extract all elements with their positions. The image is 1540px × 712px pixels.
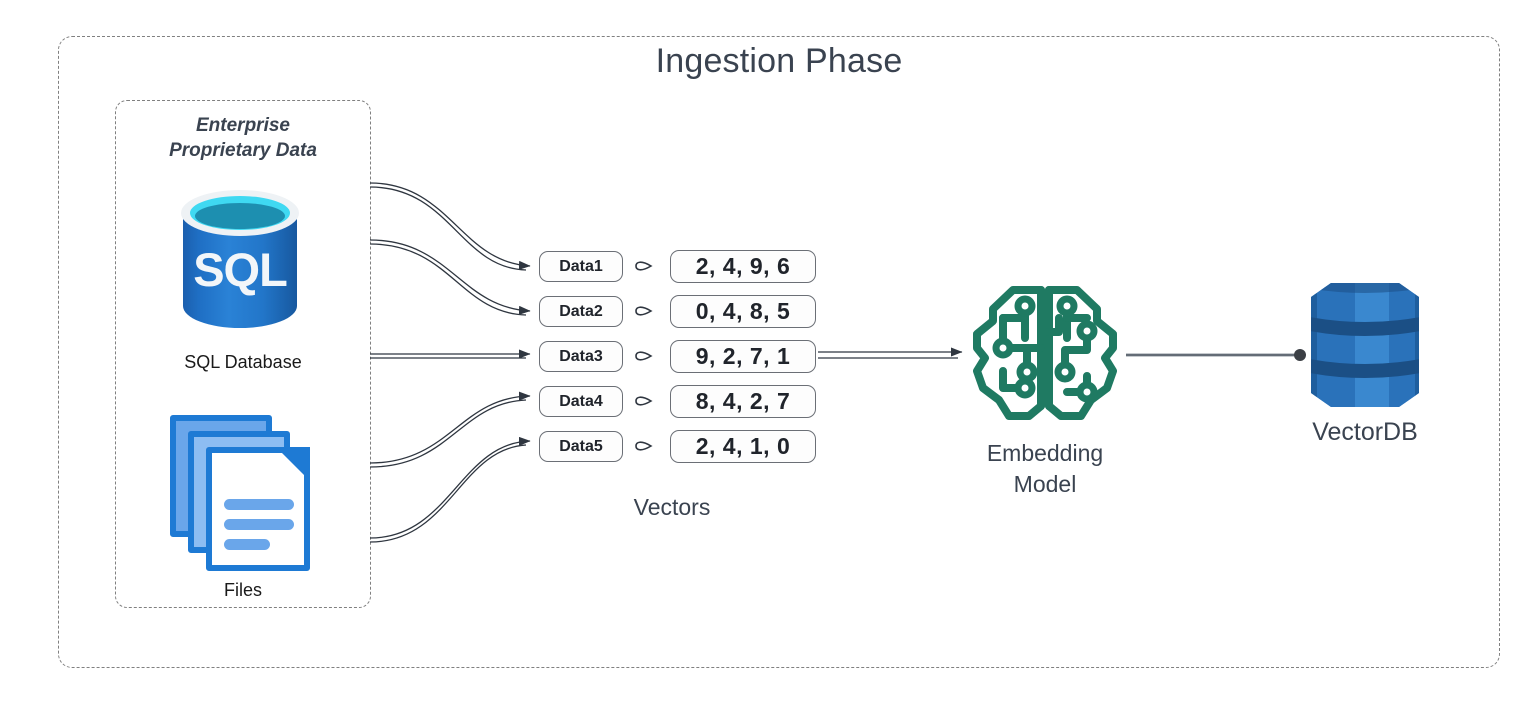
vector-chip[interactable]: 2, 4, 9, 6 <box>670 250 816 283</box>
paper-text-line <box>224 539 270 550</box>
connector-files-to-data4 <box>369 391 531 468</box>
files-icon <box>170 415 320 571</box>
vector-chip[interactable]: 9, 2, 7, 1 <box>670 340 816 373</box>
files-label: Files <box>223 580 262 600</box>
connector-sql-to-data1 <box>369 182 531 271</box>
sql-database-label: SQL Database <box>184 352 302 372</box>
vectordb-label: VectorDB <box>1312 418 1418 446</box>
paper-text-line <box>224 499 294 510</box>
vectors-section-label: Vectors <box>633 494 711 520</box>
data-chip[interactable]: Data1 <box>539 251 623 282</box>
connector-sql-to-data2 <box>369 239 531 316</box>
data-chip[interactable]: Data4 <box>539 386 623 417</box>
data-chip[interactable]: Data2 <box>539 296 623 327</box>
paper-sheet-front <box>206 447 310 571</box>
group-title-line-2: Proprietary Data <box>169 140 317 161</box>
vector-chip[interactable]: 2, 4, 1, 0 <box>670 430 816 463</box>
cylinder-top-inner <box>195 203 285 229</box>
data-chip[interactable]: Data5 <box>539 431 623 462</box>
vector-chip[interactable]: 0, 4, 8, 5 <box>670 295 816 328</box>
group-title-line-1: Enterprise <box>196 115 290 136</box>
database-stack-icon <box>1291 277 1439 413</box>
paper-text-line <box>224 519 294 530</box>
sql-database-icon: SQL <box>181 190 303 342</box>
connector-sql-to-data3 <box>370 349 531 359</box>
brain-circuit-icon <box>963 276 1127 428</box>
data-chip[interactable]: Data3 <box>539 341 623 372</box>
connector-vectors-to-embedding <box>818 347 963 359</box>
connector-files-to-data5 <box>369 436 531 543</box>
page-title: Ingestion Phase <box>655 42 903 80</box>
embedding-label-line-2: Model <box>1013 471 1077 497</box>
ingestion-phase-frame <box>58 36 1500 668</box>
embedding-label-line-1: Embedding <box>986 440 1104 466</box>
sql-logo-text: SQL <box>193 243 288 296</box>
enterprise-data-group-title: Enterprise Proprietary Data <box>115 113 371 163</box>
data-to-vector-connector <box>635 261 653 451</box>
embedding-model-label: Embedding Model <box>955 438 1135 500</box>
vector-chip[interactable]: 8, 4, 2, 7 <box>670 385 816 418</box>
connector-embedding-to-vectordb <box>1126 349 1306 361</box>
